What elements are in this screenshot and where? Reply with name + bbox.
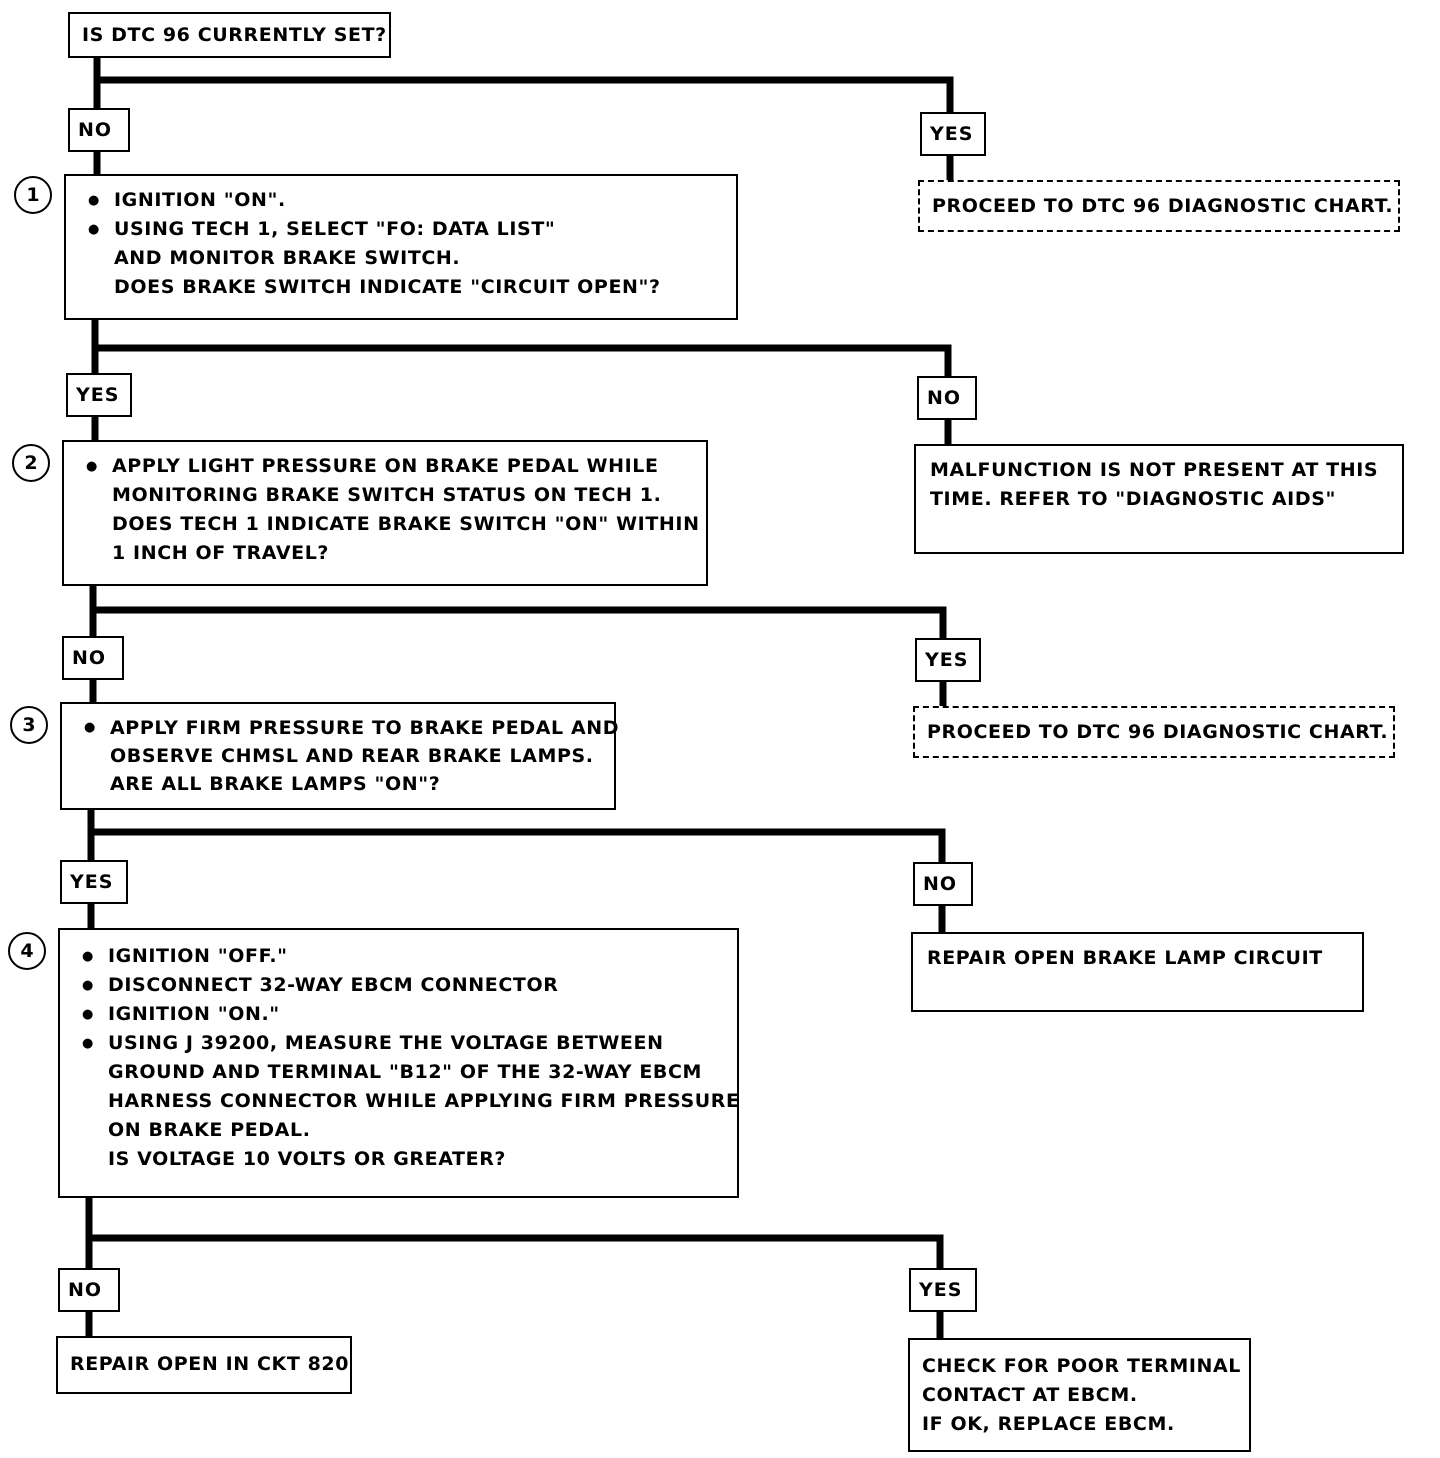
step4-line: ON BRAKE PEDAL.	[108, 1119, 311, 1141]
step5-yes-result-line: IF OK, REPLACE EBCM.	[922, 1413, 1175, 1435]
step1-no-label: NO	[68, 108, 130, 152]
step2-line: MONITORING BRAKE SWITCH STATUS ON TECH 1…	[112, 484, 662, 506]
step4-line: IS VOLTAGE 10 VOLTS OR GREATER?	[108, 1148, 507, 1170]
step4-yes-label: YES	[60, 860, 128, 904]
step2-yes-label: YES	[66, 373, 132, 417]
step3-no-label: NO	[62, 636, 124, 680]
step3-box: APPLY FIRM PRESSURE TO BRAKE PEDAL AND O…	[60, 702, 619, 810]
step2-number-badge: 2	[12, 444, 50, 482]
step4-number-badge: 4	[8, 932, 46, 970]
step1-line: DOES BRAKE SWITCH INDICATE "CIRCUIT OPEN…	[114, 276, 661, 298]
step5-no-result-text: REPAIR OPEN IN CKT 820	[70, 1353, 350, 1375]
step5-no-result-box: REPAIR OPEN IN CKT 820	[56, 1336, 352, 1394]
start-question-text: IS DTC 96 CURRENTLY SET?	[82, 24, 387, 46]
step4-box: IGNITION "OFF." DISCONNECT 32-WAY EBCM C…	[58, 928, 739, 1198]
start-question-box: IS DTC 96 CURRENTLY SET?	[68, 12, 391, 58]
step4-bullet: USING J 39200, MEASURE THE VOLTAGE BETWE…	[74, 1029, 723, 1058]
step2-line: DOES TECH 1 INDICATE BRAKE SWITCH "ON" W…	[112, 513, 700, 535]
step2-box: APPLY LIGHT PRESSURE ON BRAKE PEDAL WHIL…	[62, 440, 708, 586]
step4-bullet: DISCONNECT 32-WAY EBCM CONNECTOR	[74, 971, 723, 1000]
step4-no-result-box: REPAIR OPEN BRAKE LAMP CIRCUIT	[911, 932, 1364, 1012]
step2-no-result-line: MALFUNCTION IS NOT PRESENT AT THIS	[930, 459, 1379, 481]
step1-box: IGNITION "ON". USING TECH 1, SELECT "FO:…	[64, 174, 738, 320]
step2-no-label: NO	[917, 376, 977, 420]
step3-bullet: APPLY FIRM PRESSURE TO BRAKE PEDAL AND	[76, 714, 619, 742]
step1-yes-result-box: PROCEED TO DTC 96 DIAGNOSTIC CHART.	[918, 180, 1400, 232]
step2-no-result-box: MALFUNCTION IS NOT PRESENT AT THIS TIME.…	[914, 444, 1404, 554]
step5-yes-result-line: CONTACT AT EBCM.	[922, 1384, 1138, 1406]
step5-yes-result-line: CHECK FOR POOR TERMINAL	[922, 1355, 1242, 1377]
step1-yes-label: YES	[920, 112, 986, 156]
step1-yes-result-text: PROCEED TO DTC 96 DIAGNOSTIC CHART.	[932, 195, 1394, 217]
step1-line: AND MONITOR BRAKE SWITCH.	[114, 247, 461, 269]
step5-yes-label: YES	[909, 1268, 977, 1312]
step1-bullet: USING TECH 1, SELECT "FO: DATA LIST"	[80, 215, 722, 244]
step4-line: GROUND AND TERMINAL "B12" OF THE 32-WAY …	[108, 1061, 703, 1083]
step4-line: HARNESS CONNECTOR WHILE APPLYING FIRM PR…	[108, 1090, 740, 1112]
step5-no-label: NO	[58, 1268, 120, 1312]
step4-bullet: IGNITION "ON."	[74, 1000, 723, 1029]
step5-yes-result-box: CHECK FOR POOR TERMINAL CONTACT AT EBCM.…	[908, 1338, 1251, 1452]
step1-bullet: IGNITION "ON".	[80, 186, 722, 215]
step3-line: OBSERVE CHMSL AND REAR BRAKE LAMPS.	[110, 745, 594, 767]
step2-bullet: APPLY LIGHT PRESSURE ON BRAKE PEDAL WHIL…	[78, 452, 692, 481]
step3-line: ARE ALL BRAKE LAMPS "ON"?	[110, 773, 441, 795]
step3-yes-result-text: PROCEED TO DTC 96 DIAGNOSTIC CHART.	[927, 721, 1389, 743]
step3-yes-label: YES	[915, 638, 981, 682]
step1-number-badge: 1	[14, 176, 52, 214]
step3-yes-result-box: PROCEED TO DTC 96 DIAGNOSTIC CHART.	[913, 706, 1395, 758]
step2-no-result-line: TIME. REFER TO "DIAGNOSTIC AIDS"	[930, 488, 1336, 510]
step4-bullet: IGNITION "OFF."	[74, 942, 723, 971]
step2-line: 1 INCH OF TRAVEL?	[112, 542, 330, 564]
step3-number-badge: 3	[10, 706, 48, 744]
step4-no-label: NO	[913, 862, 973, 906]
step4-no-result-text: REPAIR OPEN BRAKE LAMP CIRCUIT	[927, 947, 1323, 969]
